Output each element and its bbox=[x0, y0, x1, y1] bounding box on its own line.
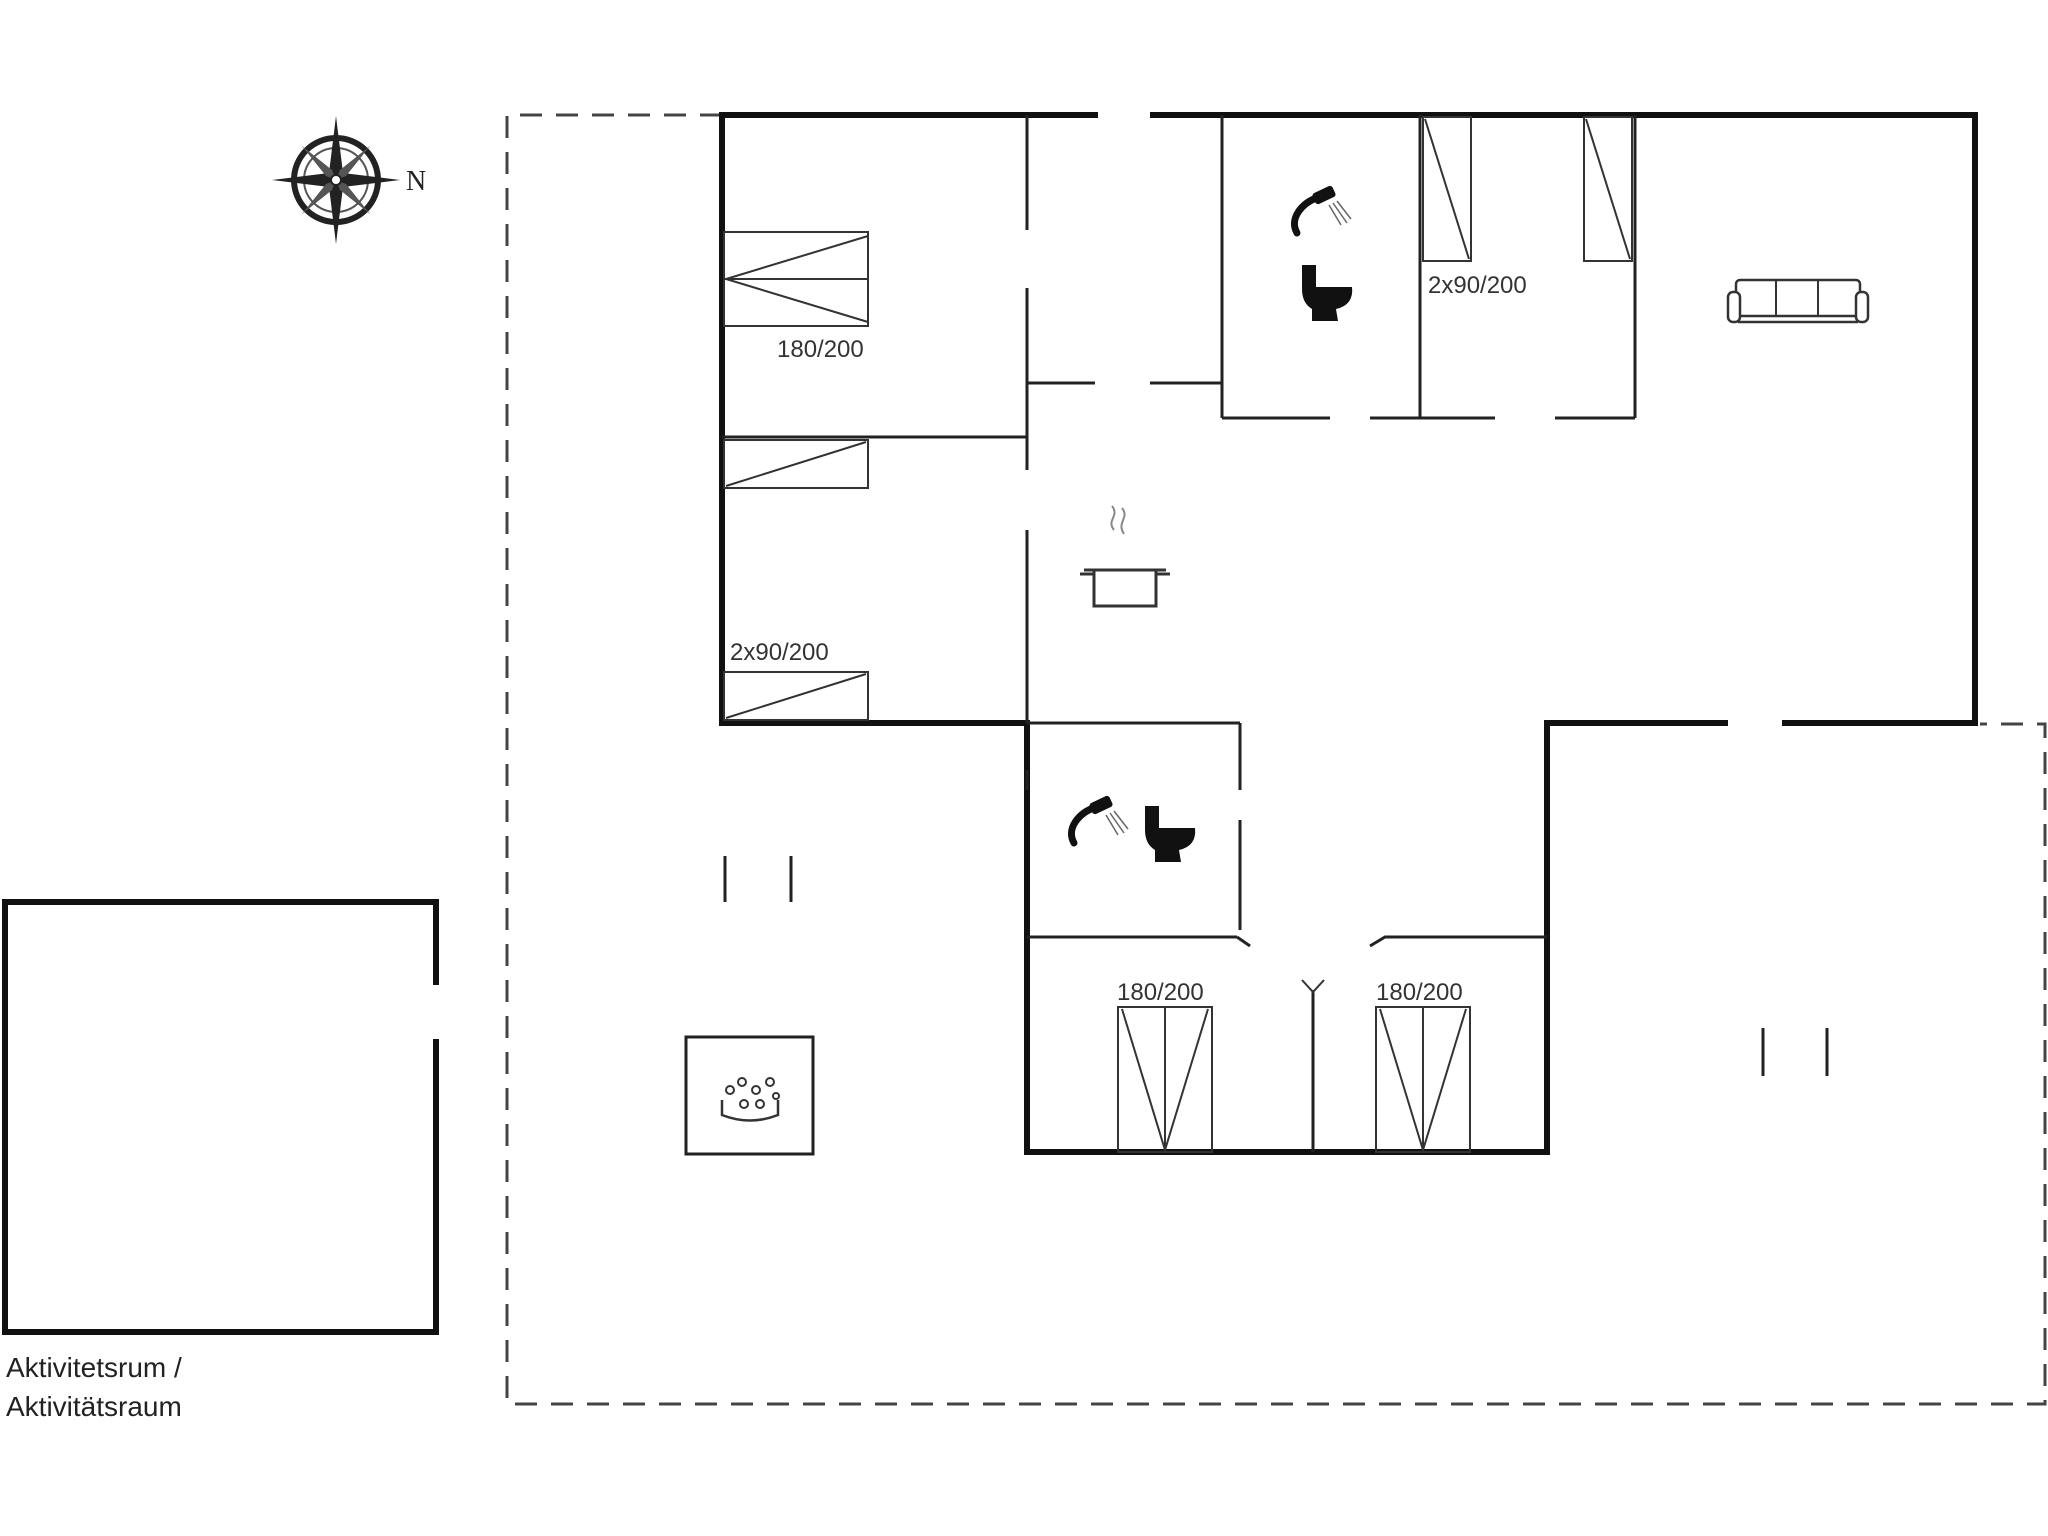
activity-room bbox=[2, 899, 439, 1335]
bed-icon bbox=[1422, 116, 1633, 262]
bed-size-label: 2x90/200 bbox=[1428, 272, 1527, 299]
shower-icon bbox=[1068, 795, 1129, 847]
door-marks bbox=[723, 856, 1829, 1076]
terrace-outline bbox=[505, 113, 2047, 1406]
bed-icon bbox=[1117, 1006, 1213, 1154]
exterior-walls bbox=[719, 112, 1978, 1155]
sofa-icon bbox=[1726, 278, 1870, 324]
bed-icon bbox=[722, 231, 869, 327]
bed-icon bbox=[1375, 1006, 1471, 1154]
activity-room-label: Aktivitetsrum / bbox=[6, 1352, 182, 1383]
cooking-pot-icon bbox=[1080, 505, 1170, 608]
toilet-icon bbox=[1145, 806, 1196, 862]
shower-icon bbox=[1291, 185, 1352, 237]
compass-rose-icon bbox=[272, 116, 400, 244]
activity-room-label: Aktivitätsraum bbox=[6, 1391, 182, 1422]
bed-size-label: 180/200 bbox=[1117, 979, 1204, 1006]
whirlpool-icon bbox=[684, 1035, 815, 1156]
interior-walls bbox=[722, 115, 1637, 1152]
bed-size-label: 180/200 bbox=[1376, 979, 1463, 1006]
compass-north-label: N bbox=[406, 166, 426, 197]
toilet-icon bbox=[1302, 265, 1353, 321]
bed-icon bbox=[723, 439, 869, 489]
bed-size-label: 2x90/200 bbox=[730, 639, 829, 666]
bed-size-label: 180/200 bbox=[777, 336, 864, 363]
bed-icon bbox=[723, 671, 869, 721]
